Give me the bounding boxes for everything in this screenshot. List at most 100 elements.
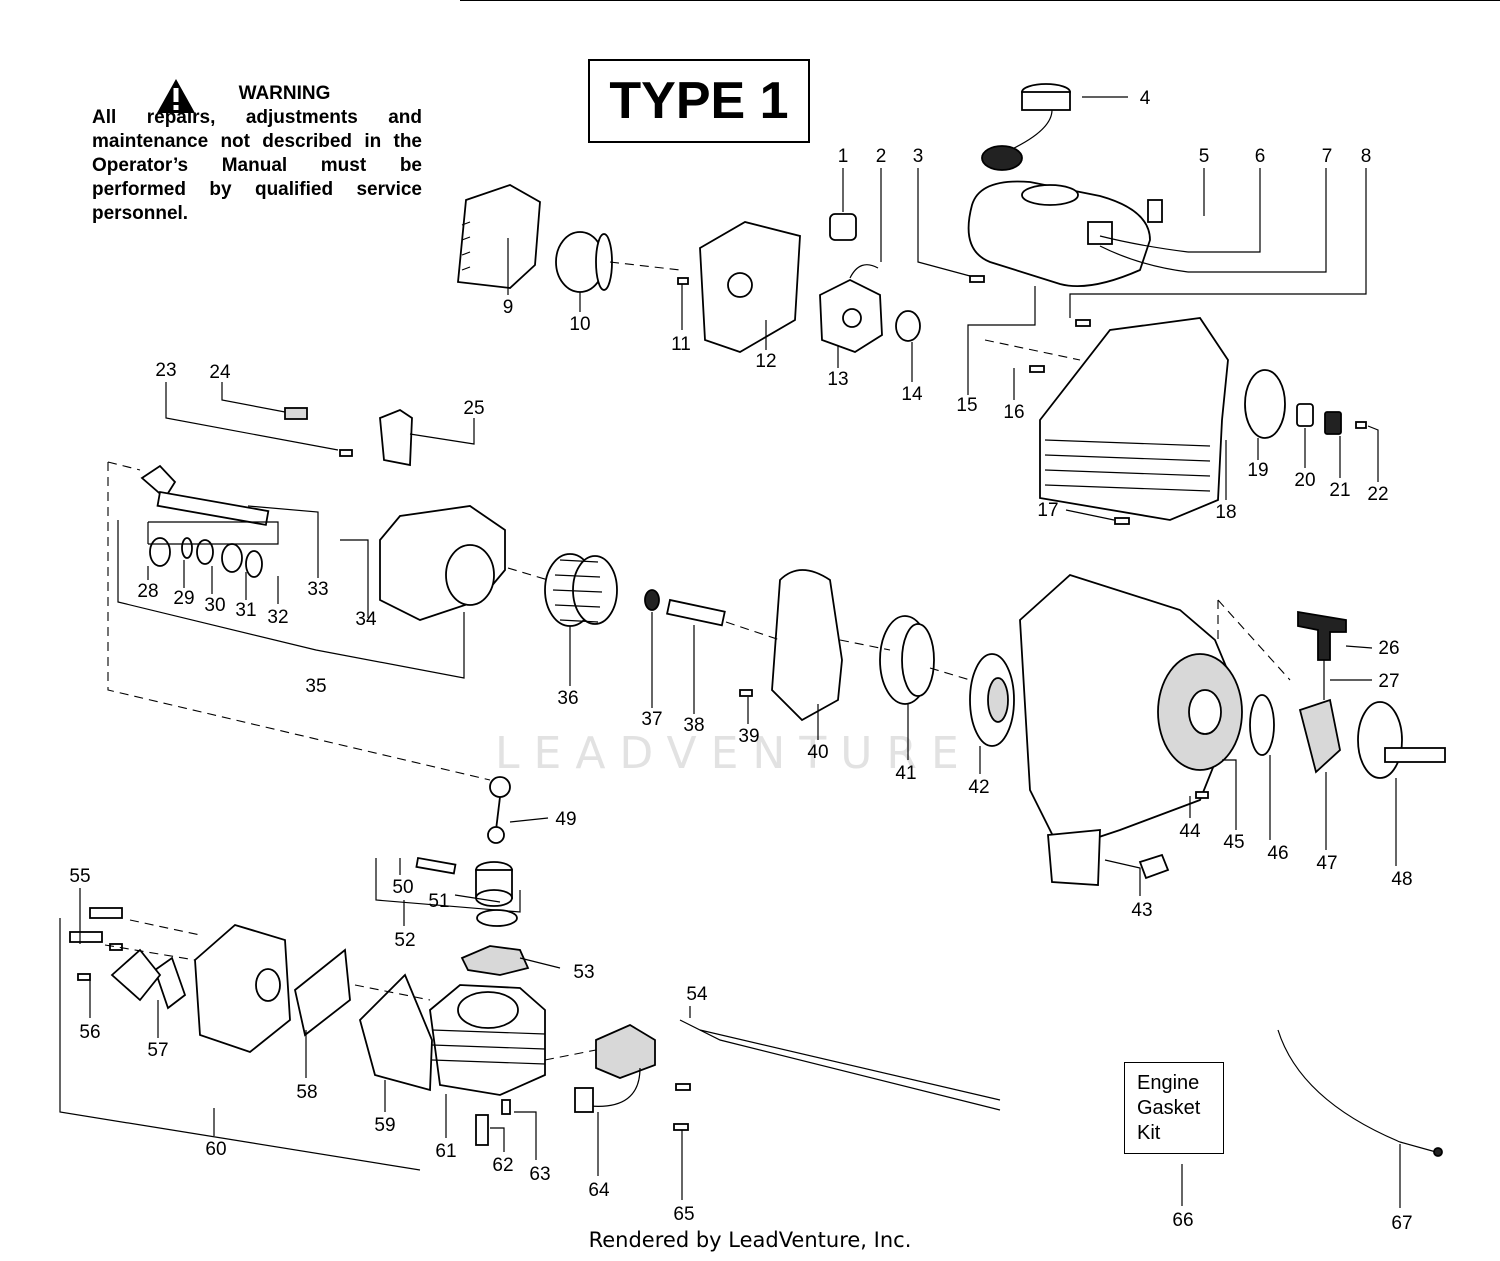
screws-part xyxy=(77,275,1367,1131)
callout-41: 41 xyxy=(895,763,916,784)
starter-pulley-part xyxy=(879,615,935,705)
heat-shield-part xyxy=(358,973,433,1092)
callout-54: 54 xyxy=(686,984,708,1005)
starter-plate-part xyxy=(969,653,1015,747)
ignition-module-part xyxy=(574,1023,656,1113)
callout-4: 4 xyxy=(1140,88,1151,109)
fuel-cap-part xyxy=(981,83,1071,171)
dashed-alignment-lines xyxy=(104,261,1291,1061)
callout-65: 65 xyxy=(673,1204,694,1225)
muffler-bolt-part xyxy=(89,907,123,919)
clutch-drum-part xyxy=(1357,701,1446,779)
callout-43: 43 xyxy=(1131,900,1152,921)
callout-25: 25 xyxy=(463,398,484,419)
callout-47: 47 xyxy=(1316,853,1337,874)
warning-notice: WARNING All repairs, adjustments and mai… xyxy=(92,79,422,226)
carb-gasket-part xyxy=(895,310,921,342)
callout-7: 7 xyxy=(1322,146,1333,167)
callout-34: 34 xyxy=(355,609,377,630)
callout-31: 31 xyxy=(235,600,256,621)
callout-17: 17 xyxy=(1037,500,1058,521)
kit-label-line-2: Gasket xyxy=(1137,1097,1201,1119)
callout-numbers: 1 2 3 4 5 6 7 8 9 10 11 12 13 14 15 16 1… xyxy=(69,88,1412,1234)
clip-part-dark xyxy=(1324,411,1342,435)
callout-9: 9 xyxy=(503,297,514,318)
callout-12: 12 xyxy=(755,351,776,372)
callout-21: 21 xyxy=(1329,480,1350,501)
callout-64: 64 xyxy=(588,1180,610,1201)
callout-30: 30 xyxy=(204,595,225,616)
piston-part xyxy=(415,856,518,927)
sleeve-part xyxy=(666,598,726,627)
part-drawings xyxy=(69,83,1446,1157)
callout-28: 28 xyxy=(137,581,158,602)
leader-lines xyxy=(59,96,1401,1208)
callout-49: 49 xyxy=(555,809,576,830)
callout-13: 13 xyxy=(827,369,848,390)
callout-57: 57 xyxy=(147,1040,168,1061)
spark-screen-part xyxy=(153,956,187,1010)
callout-44: 44 xyxy=(1179,821,1201,842)
clip-part xyxy=(1296,403,1314,427)
starter-handle-part xyxy=(1297,610,1347,661)
callout-45: 45 xyxy=(1223,832,1244,853)
fan-shroud-part xyxy=(771,569,843,722)
callout-58: 58 xyxy=(296,1082,317,1103)
kit-label-line-3: Kit xyxy=(1137,1122,1161,1144)
callout-52: 52 xyxy=(394,930,415,951)
fuel-tank-part xyxy=(967,180,1189,287)
muffler-gasket-part xyxy=(293,948,351,1037)
watermark: LEADVENTURE xyxy=(495,728,973,779)
engine-gasket-kit-box: Engine Gasket Kit xyxy=(1124,1062,1224,1154)
callout-61: 61 xyxy=(435,1141,456,1162)
credit-line: Rendered by LeadVenture, Inc. xyxy=(588,1228,912,1252)
callout-39: 39 xyxy=(738,726,759,747)
callout-27: 27 xyxy=(1378,671,1399,692)
callout-18: 18 xyxy=(1215,502,1236,523)
washer-part xyxy=(644,589,660,611)
callout-32: 32 xyxy=(267,607,288,628)
starter-washer-part xyxy=(1249,694,1275,756)
callout-24: 24 xyxy=(209,362,231,383)
callout-48: 48 xyxy=(1391,869,1412,890)
type-label: TYPE 1 xyxy=(588,59,810,143)
bearing-set-part xyxy=(149,537,263,578)
callout-59: 59 xyxy=(374,1115,395,1136)
callout-26: 26 xyxy=(1378,638,1399,659)
callout-20: 20 xyxy=(1294,470,1315,491)
warning-triangle-icon xyxy=(156,78,196,121)
callout-16: 16 xyxy=(1003,402,1024,423)
warning-heading: WARNING xyxy=(238,83,331,104)
callout-5: 5 xyxy=(1199,146,1210,167)
callout-33: 33 xyxy=(307,579,328,600)
callout-29: 29 xyxy=(173,588,194,609)
callout-11: 11 xyxy=(671,334,691,355)
ignition-lead-part xyxy=(679,1019,1001,1111)
callout-3: 3 xyxy=(913,146,924,167)
callout-19: 19 xyxy=(1247,460,1268,481)
callout-40: 40 xyxy=(807,742,828,763)
ground-cable-part xyxy=(1277,1029,1437,1153)
callout-6: 6 xyxy=(1255,146,1266,167)
callout-35: 35 xyxy=(305,676,326,697)
callout-36: 36 xyxy=(557,688,578,709)
air-filter-cover-part xyxy=(457,184,541,289)
callout-38: 38 xyxy=(683,715,704,736)
callout-51: 51 xyxy=(428,891,449,912)
callout-14: 14 xyxy=(901,384,923,405)
o-ring-part xyxy=(1244,369,1286,439)
kit-label-line-1: Engine xyxy=(1137,1072,1200,1094)
callout-62: 62 xyxy=(492,1155,513,1176)
crankshaft-part xyxy=(140,464,270,526)
callout-60: 60 xyxy=(205,1139,226,1160)
callout-63: 63 xyxy=(529,1164,550,1185)
spark-plug-part xyxy=(475,1114,489,1146)
callout-22: 22 xyxy=(1367,484,1388,505)
callout-46: 46 xyxy=(1267,843,1288,864)
callout-56: 56 xyxy=(79,1022,100,1043)
clutch-part xyxy=(1298,698,1341,774)
callout-1: 1 xyxy=(838,146,849,167)
callout-53: 53 xyxy=(573,962,594,983)
callout-15: 15 xyxy=(956,395,977,416)
callout-8: 8 xyxy=(1361,146,1372,167)
